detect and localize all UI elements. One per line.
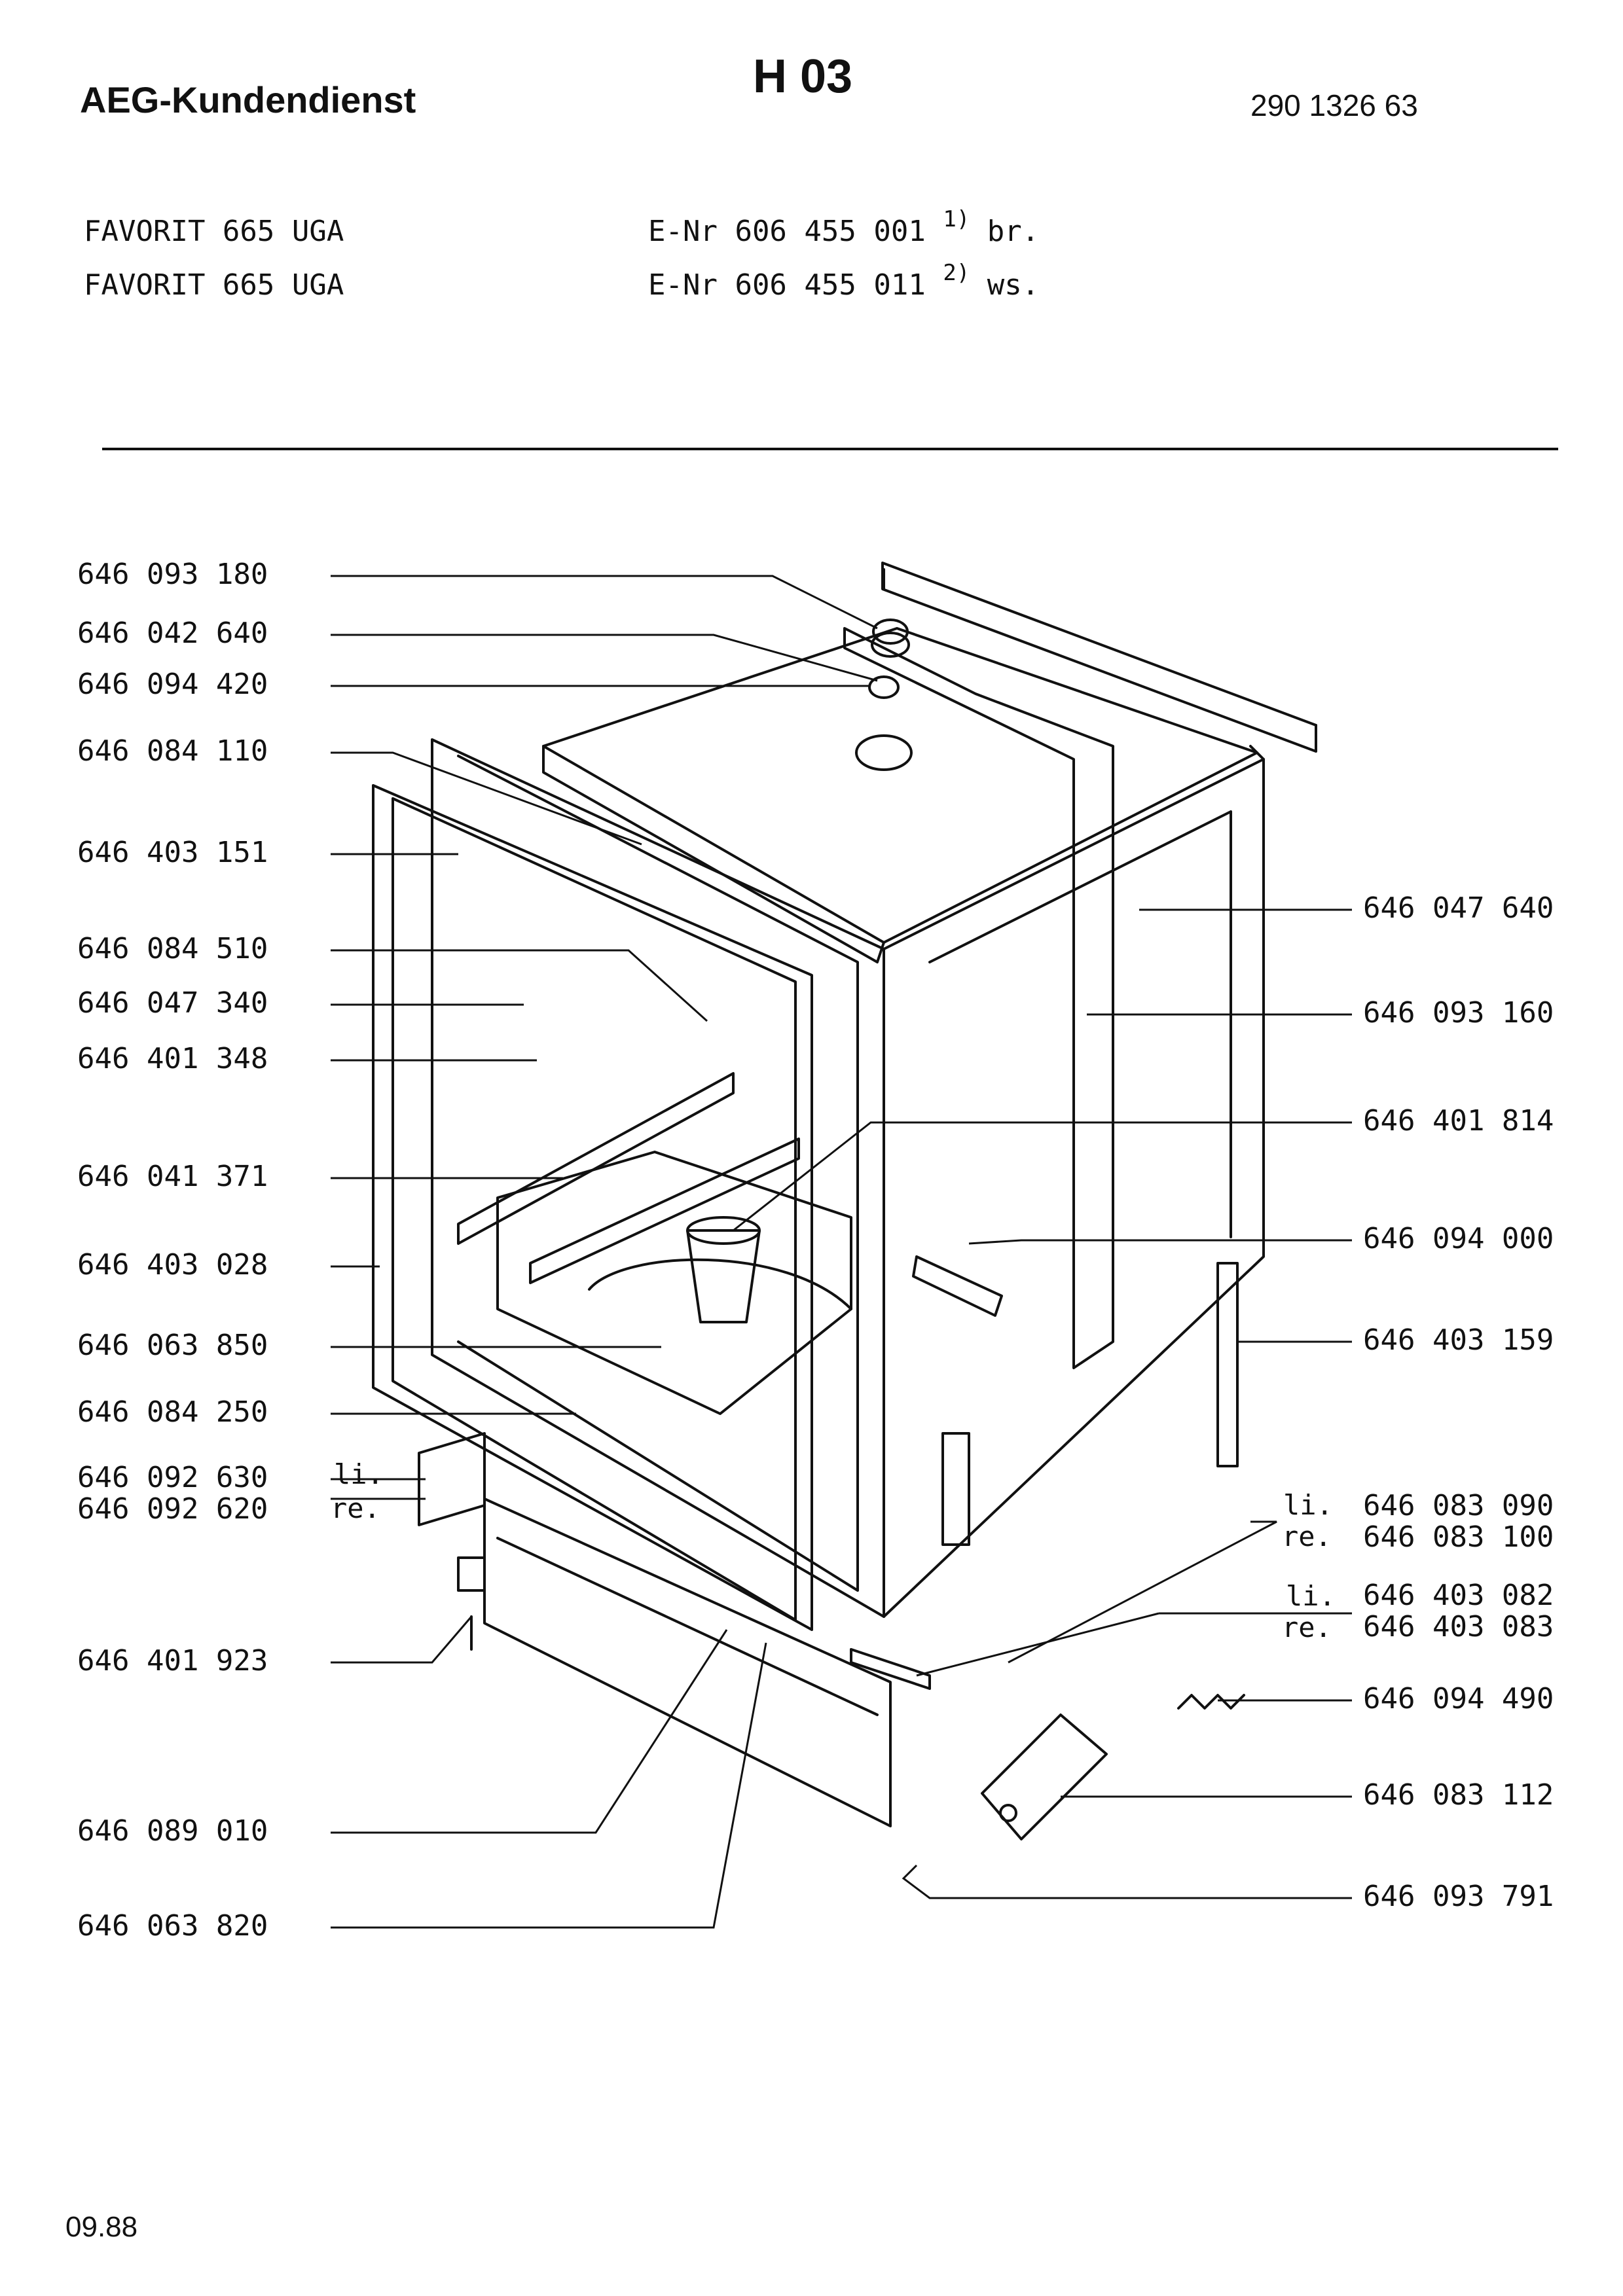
enr-variant: br.: [987, 215, 1040, 248]
side-label-right: re.: [1282, 1520, 1332, 1552]
part-number-label: 646 403 159: [1363, 1323, 1554, 1357]
part-number-label: 646 403 083: [1363, 1610, 1554, 1643]
part-number-label: 646 084 110: [77, 734, 268, 768]
leader-lines-right: [733, 908, 1352, 1899]
part-number-label: 646 403 082: [1363, 1579, 1554, 1612]
part-number-label: 646 042 640: [77, 617, 268, 650]
part-number-label: 646 401 814: [1363, 1104, 1554, 1138]
door-spring: [1177, 1694, 1245, 1710]
header-divider: [102, 448, 1558, 450]
part-number-label: 646 089 010: [77, 1814, 268, 1848]
part-number-label: 646 093 180: [77, 558, 268, 591]
filter-cup: [686, 1229, 761, 1323]
top-rail: [881, 562, 1317, 753]
footer-date: 09.88: [65, 2211, 138, 2243]
part-number-label: 646 094 490: [1363, 1682, 1554, 1715]
heater-spool: [912, 1255, 1003, 1317]
side-label-left: li.: [334, 1458, 384, 1490]
part-number-label: 646 063 820: [77, 1909, 268, 1943]
enr-variant: ws.: [987, 268, 1040, 302]
side-label-left: li.: [1286, 1580, 1336, 1612]
section-code: H 03: [753, 50, 853, 103]
model-name-1: FAVORIT 665 UGA: [84, 215, 344, 248]
hinge-bracket: [850, 1648, 931, 1690]
part-number-label: 646 094 420: [77, 668, 268, 701]
part-number-label: 646 403 028: [77, 1248, 268, 1282]
part-number-label: 646 083 112: [1363, 1778, 1554, 1812]
model-enr-1: E-Nr 606 455 001 1) br.: [648, 206, 1040, 248]
enr-footnote: 2): [943, 260, 970, 286]
spray-arm-pipe: [843, 627, 1114, 1369]
model-enr-2: E-Nr 606 455 011 2) ws.: [648, 260, 1040, 302]
top-hole: [855, 734, 913, 771]
document-number: 290 1326 63: [1250, 88, 1418, 122]
part-number-label: 646 092 620: [77, 1492, 268, 1526]
part-number-label: 646 092 630: [77, 1461, 268, 1494]
part-number-label: 646 093 160: [1363, 996, 1554, 1030]
lock-block: [418, 1432, 486, 1526]
basket-rail: [457, 1072, 735, 1245]
side-rail-left: [941, 1432, 970, 1546]
base-plinth: [483, 1498, 892, 1827]
model-name-2: FAVORIT 665 UGA: [84, 268, 344, 302]
side-label-right: re.: [331, 1492, 380, 1524]
part-number-label: 646 084 510: [77, 932, 268, 965]
part-number-label: 646 047 640: [1363, 891, 1554, 925]
part-number-label: 646 063 850: [77, 1329, 268, 1362]
part-number-label: 646 093 791: [1363, 1880, 1554, 1913]
part-number-label: 646 041 371: [77, 1160, 268, 1193]
part-number-label: 646 083 100: [1363, 1520, 1554, 1554]
enr-number: E-Nr 606 455 011: [648, 268, 926, 302]
tub-bottom: [496, 1151, 852, 1415]
leader-lines-left: [331, 575, 878, 1929]
part-number-label: 646 403 151: [77, 836, 268, 869]
side-label-left: li.: [1283, 1489, 1333, 1521]
side-rail-right: [1216, 1262, 1239, 1467]
part-number-label: 646 401 923: [77, 1644, 268, 1677]
part-number-label: 646 047 340: [77, 986, 268, 1020]
part-number-label: 646 083 090: [1363, 1489, 1554, 1522]
part-number-label: 646 084 250: [77, 1395, 268, 1429]
enr-footnote: 1): [943, 206, 970, 232]
part-number-label: 646 094 000: [1363, 1222, 1554, 1255]
door-gasket: [372, 784, 813, 1631]
brand-title: AEG-Kundendienst: [80, 79, 416, 120]
foot: [457, 1556, 486, 1592]
side-label-right: re.: [1282, 1611, 1332, 1643]
enr-number: E-Nr 606 455 001: [648, 215, 926, 248]
part-number-label: 646 401 348: [77, 1042, 268, 1075]
door-lever: [981, 1713, 1108, 1840]
